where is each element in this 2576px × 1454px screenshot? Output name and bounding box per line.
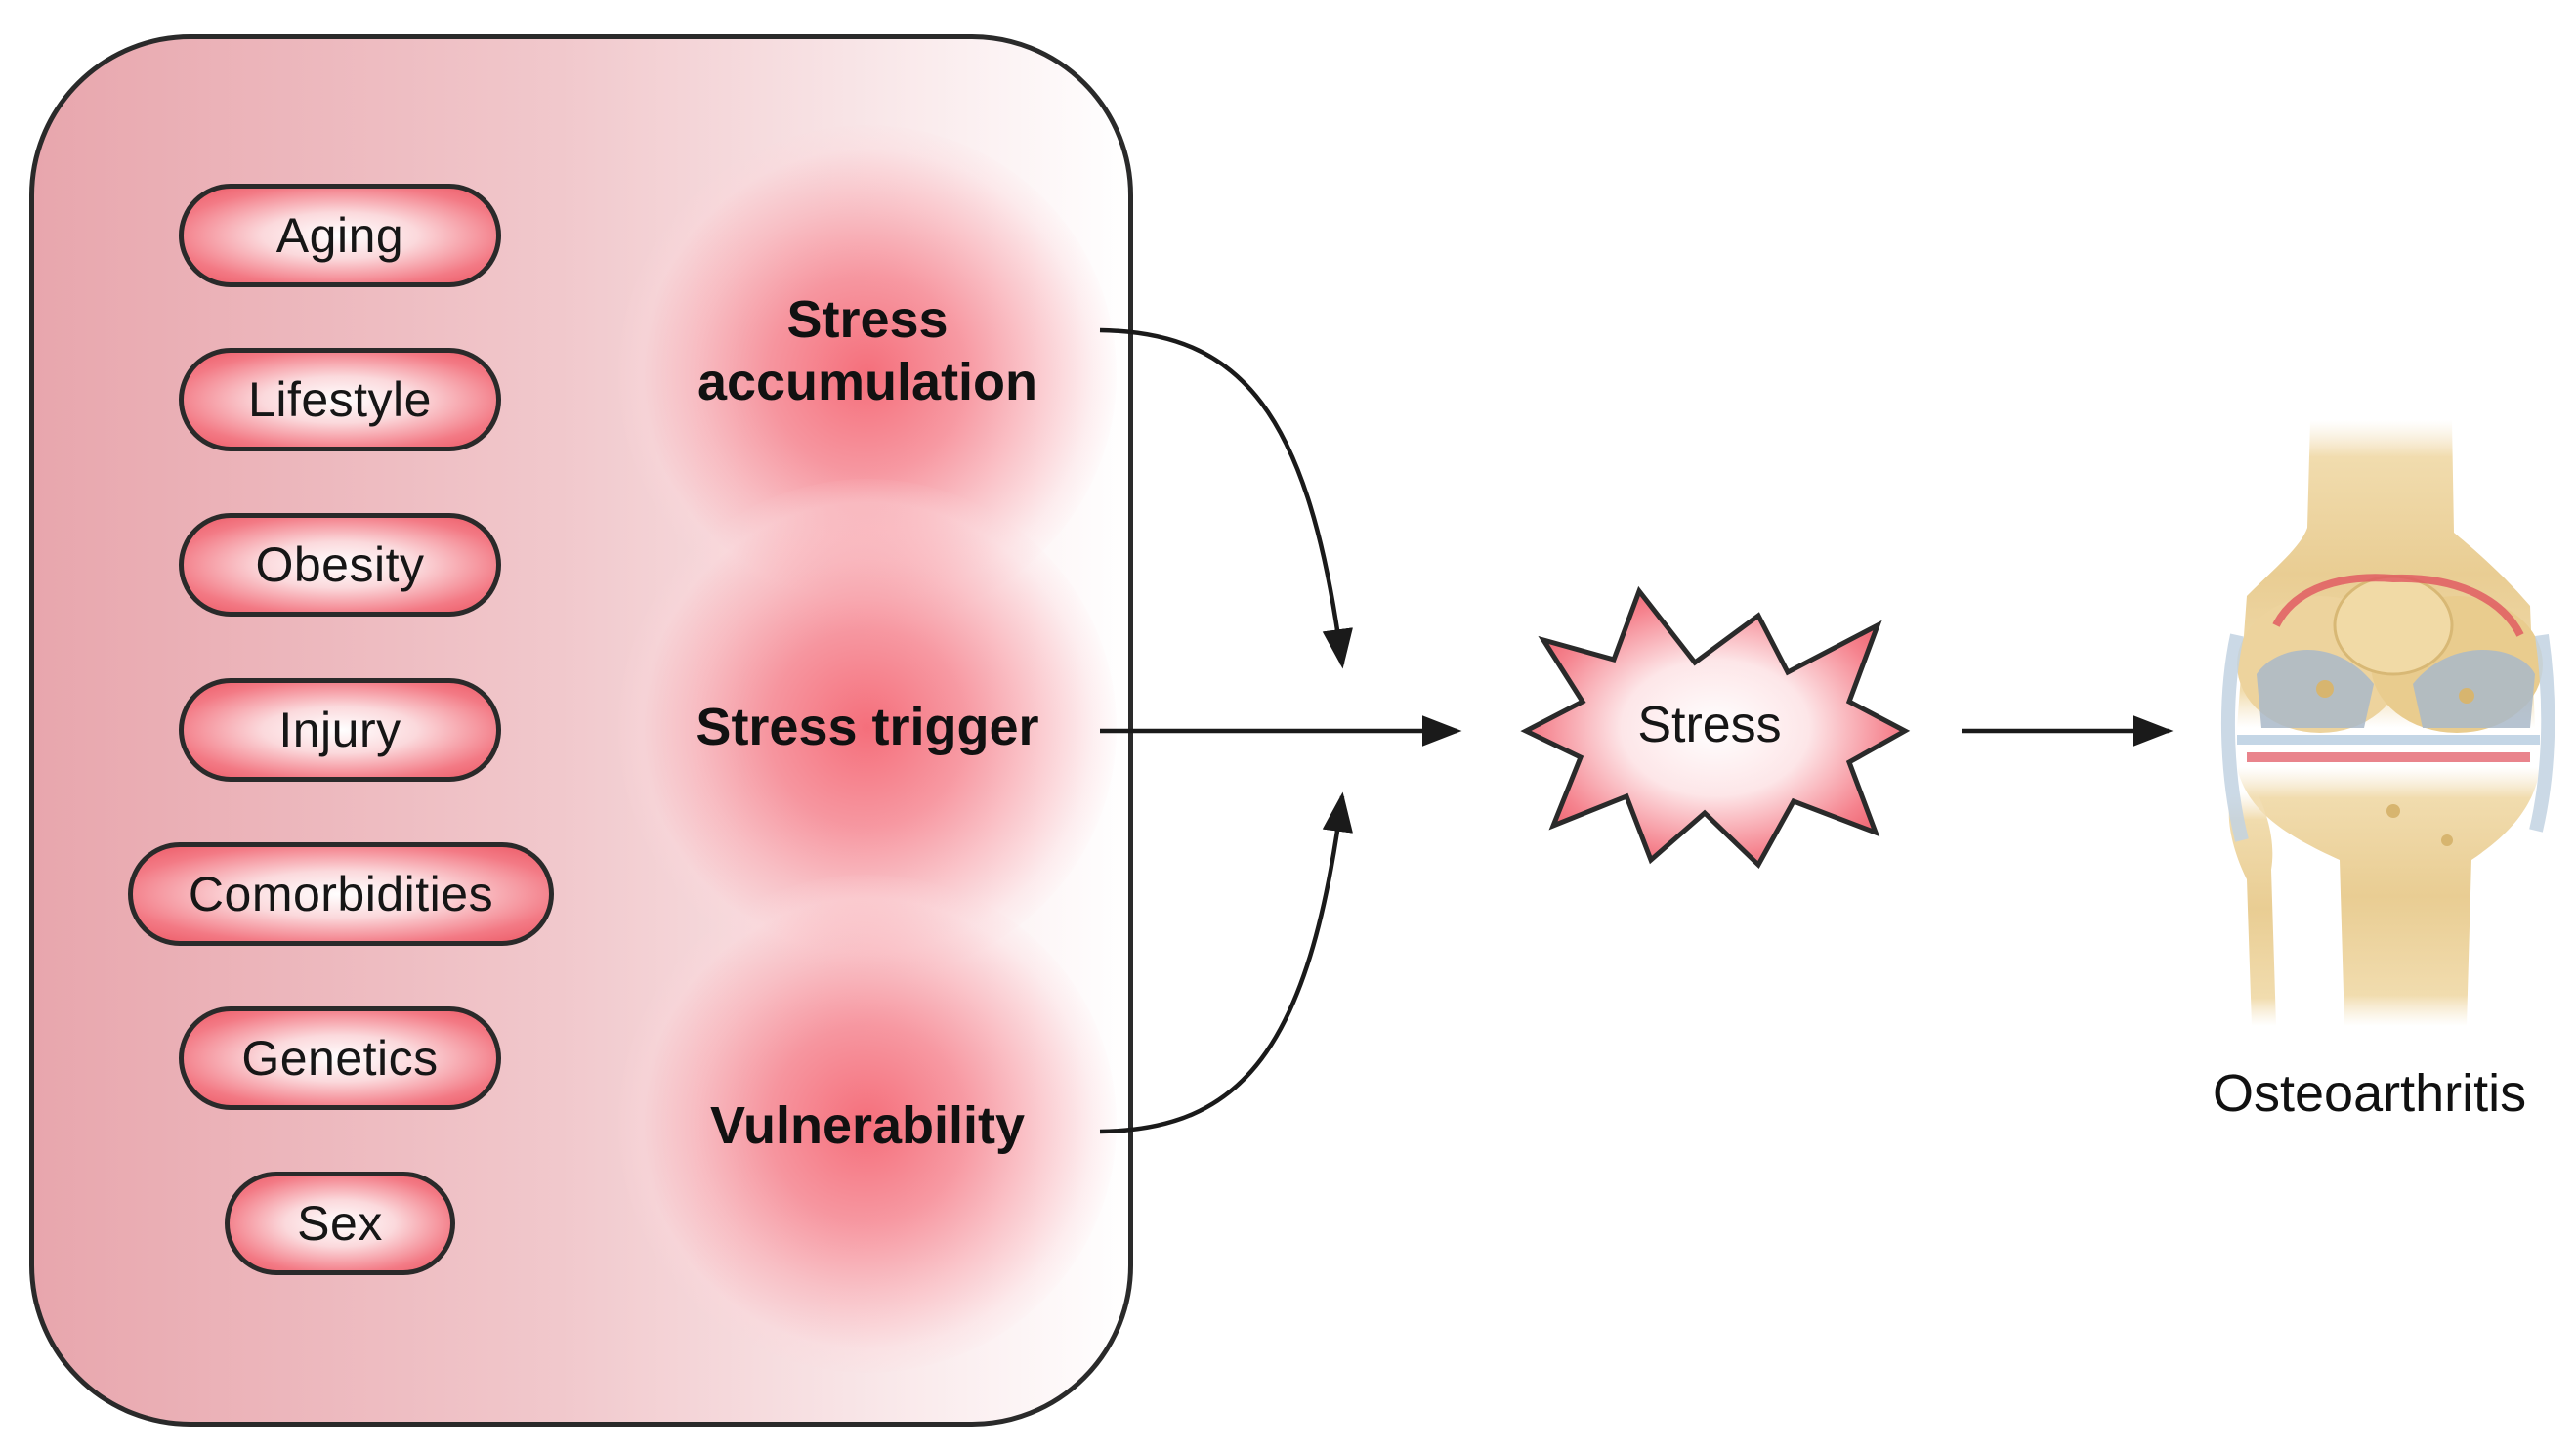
- osteoarthritis-label: Osteoarthritis: [2213, 1064, 2527, 1123]
- factor-genetics: Genetics: [179, 1006, 501, 1110]
- factor-label: Comorbidities: [188, 867, 494, 921]
- stress-trigger-label: Stress trigger: [696, 698, 1039, 756]
- stress-accumulation-line1: Stress: [786, 290, 949, 349]
- vulnerability-glow: [618, 875, 1117, 1373]
- arrow-vulnerability: [1099, 791, 1353, 1134]
- vulnerability-label: Vulnerability: [709, 1096, 1026, 1155]
- factor-comorbidities: Comorbidities: [128, 842, 554, 946]
- factor-injury: Injury: [179, 678, 501, 782]
- factor-label: Aging: [275, 208, 404, 263]
- factor-lifestyle: Lifestyle: [179, 348, 501, 451]
- factor-label: Lifestyle: [248, 372, 432, 427]
- stress-accumulation-label: Stress accumulation: [613, 288, 1121, 413]
- factor-label: Injury: [278, 703, 401, 757]
- knee-joint-icon: [2220, 420, 2555, 1026]
- stress-accumulation-line2: accumulation: [697, 353, 1038, 411]
- factor-obesity: Obesity: [179, 513, 501, 617]
- stress-center-label: Stress: [1637, 697, 1782, 753]
- arrow-accumulation: [1099, 327, 1353, 669]
- stress-starburst: [1520, 585, 1911, 870]
- factor-aging: Aging: [179, 184, 501, 287]
- factor-sex: Sex: [225, 1172, 455, 1275]
- factor-label: Sex: [297, 1196, 383, 1251]
- factor-label: Genetics: [241, 1031, 439, 1086]
- factor-label: Obesity: [255, 537, 425, 592]
